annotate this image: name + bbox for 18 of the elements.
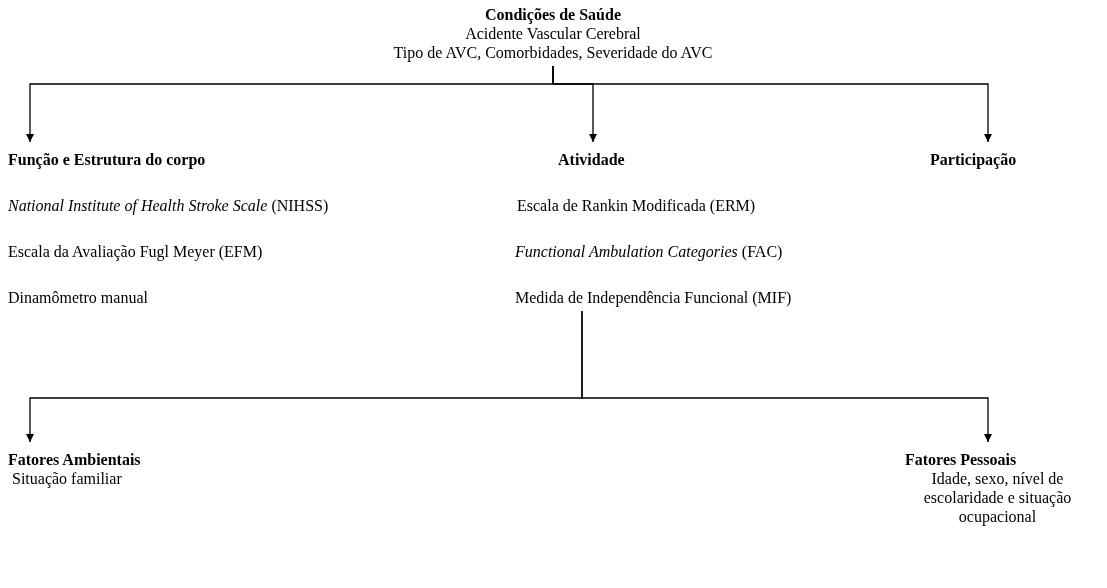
body-text: Escala da Avaliação Fugl Meyer (EFM) xyxy=(8,243,263,260)
body-text: Acidente Vascular Cerebral xyxy=(465,25,641,42)
heading-text: Condições de Saúde xyxy=(485,6,621,23)
body-text: Escala de Rankin Modificada (ERM) xyxy=(517,197,756,214)
body-text: Tipo de AVC, Comorbidades, Severidade do AVC xyxy=(393,44,713,61)
arrow xyxy=(581,310,992,443)
heading-text: Fatores Ambientais xyxy=(8,451,141,468)
heading-text: Fatores Pessoais xyxy=(905,451,1017,468)
body-text: Medida de Independência Funcional (MIF) xyxy=(515,289,792,306)
body-text: Situação familiar xyxy=(12,470,122,487)
body-text: Dinamômetro manual xyxy=(8,289,148,306)
body-text: Idade, sexo, nível de escolaridade e situação ocupacional xyxy=(922,469,1073,526)
heading-text: Participação xyxy=(930,151,1017,168)
heading-text: Função e Estrutura do corpo xyxy=(8,151,206,168)
body-text: National Institute of Health Stroke Scale (NIHSS) xyxy=(8,197,329,214)
body-text: Functional Ambulation Categories (FAC) xyxy=(515,243,783,260)
heading-text: Atividade xyxy=(558,151,625,168)
arrow xyxy=(552,65,992,143)
